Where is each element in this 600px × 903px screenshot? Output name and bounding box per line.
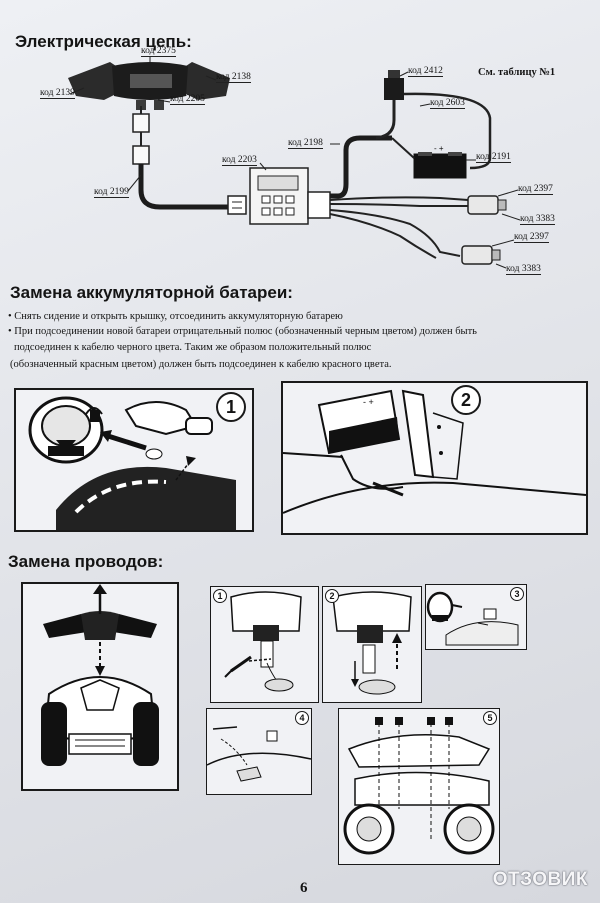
battery-instruction-4: (обозначенный красным цветом) должен быт… [10, 359, 392, 370]
wires-step-3-badge: 3 [510, 587, 524, 601]
battery-step-1-illustration [28, 396, 236, 530]
wires-step-3-panel: 3 [425, 584, 527, 650]
wires-step-4-badge: 4 [295, 711, 309, 725]
code-2205-label: код 2205 [170, 94, 205, 105]
wires-step-3-illustration [426, 591, 519, 646]
step-2-badge: 2 [451, 385, 481, 415]
code-2199-label: код 2199 [94, 187, 129, 198]
battery-step-1-panel: 1 [14, 388, 254, 532]
circuit-battery-polarity: - + [434, 144, 444, 153]
code-2397a-label: код 2397 [518, 184, 553, 195]
step-1-badge: 1 [216, 392, 246, 422]
wires-step-4-panel: 4 [206, 708, 312, 795]
step-2-battery-polarity: - + [363, 397, 374, 407]
code-2203-label: код 2203 [222, 155, 257, 166]
code-2198-label: код 2198 [288, 138, 323, 149]
code-2139-label: код 2139 [40, 88, 75, 99]
code-2375-label: код 2375 [141, 46, 176, 57]
battery-title: Замена аккумуляторной батареи: [10, 283, 293, 302]
code-2138-label: код 2138 [216, 72, 251, 83]
code-3383a-label: код 3383 [520, 214, 555, 225]
wires-step-2-panel: 2 [322, 586, 422, 703]
battery-instruction-2: • При подсоединении новой батареи отрица… [8, 326, 477, 337]
wires-step-5-panel: 5 [338, 708, 500, 865]
circuit-diagram: - + [68, 56, 521, 269]
wires-step-5-illustration [343, 717, 495, 855]
see-table-note: См. таблицу №1 [478, 67, 556, 78]
wires-step-5-badge: 5 [483, 711, 497, 725]
code-3383b-label: код 3383 [506, 264, 541, 275]
wires-title: Замена проводов: [8, 552, 164, 571]
page-number: 6 [300, 880, 308, 896]
atv-overview-illustration [41, 584, 159, 766]
code-2603-label: код 2603 [430, 98, 465, 109]
code-2397b-label: код 2397 [514, 232, 549, 243]
wires-step-2-badge: 2 [325, 589, 339, 603]
code-2412-label: код 2412 [408, 66, 443, 77]
wires-step-4-illustration [206, 726, 312, 782]
wires-step-1-badge: 1 [213, 589, 227, 603]
wires-step-1-panel: 1 [210, 586, 319, 703]
battery-step-2-panel: - + 2 [281, 381, 588, 535]
battery-step-2-illustration: - + [282, 389, 587, 514]
battery-instruction-3: подсоединен к кабелю черного цвета. Таки… [14, 342, 372, 353]
code-2191-label: код 2191 [476, 152, 511, 163]
wires-step-2-illustration [332, 591, 412, 695]
watermark-logo: ОТЗОВИК [492, 869, 588, 890]
circuit-title: Электрическая цепь: [15, 32, 192, 51]
wires-overview-panel [21, 582, 179, 791]
battery-instruction-1: • Снять сидение и открыть крышку, отсоед… [8, 311, 343, 322]
wires-step-1-illustration [224, 591, 302, 692]
